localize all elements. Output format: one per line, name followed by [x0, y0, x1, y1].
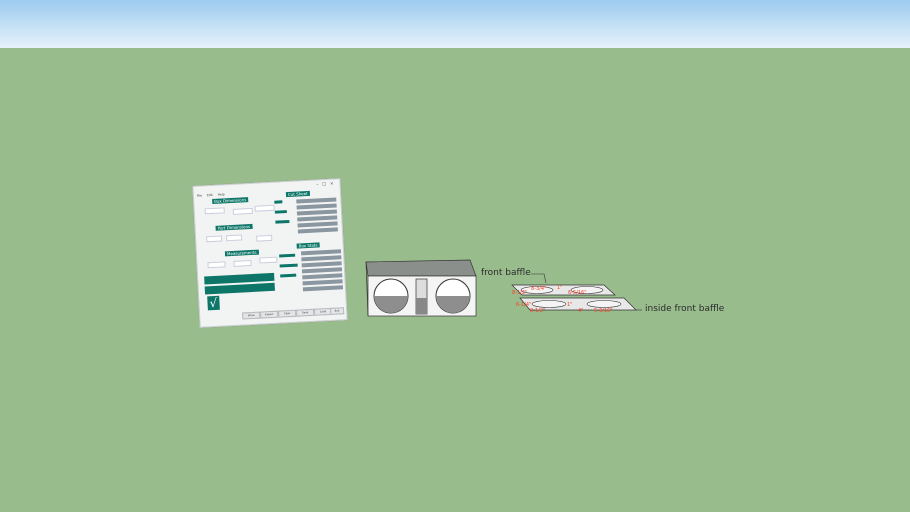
dimension: 1": [567, 302, 572, 308]
inside-front-baffle-label: inside front baffle: [645, 304, 725, 314]
dimension: 8-1/2": [530, 308, 545, 314]
inside-front-baffle-model[interactable]: [519, 297, 637, 311]
sky: [0, 0, 910, 48]
dimension: 1": [557, 285, 562, 291]
dimension: 5-3/16": [594, 308, 613, 314]
front-baffle-label: front baffle: [481, 268, 531, 278]
dimension: 4": [578, 308, 583, 314]
dimension: 6-1/4": [516, 302, 531, 308]
leader-line: [531, 273, 547, 284]
dimension-labels: 8-1/2" 8-3/4" 1" 6-5/16" 6-1/4" 8-1/2" 1…: [512, 285, 613, 314]
subwoofer-box-model[interactable]: [365, 259, 477, 317]
front-baffle-model[interactable]: [511, 284, 616, 296]
dimension: 8-1/2": [512, 290, 527, 296]
dimension: 8-3/4": [531, 286, 546, 292]
dimension: 6-5/16": [568, 290, 587, 296]
